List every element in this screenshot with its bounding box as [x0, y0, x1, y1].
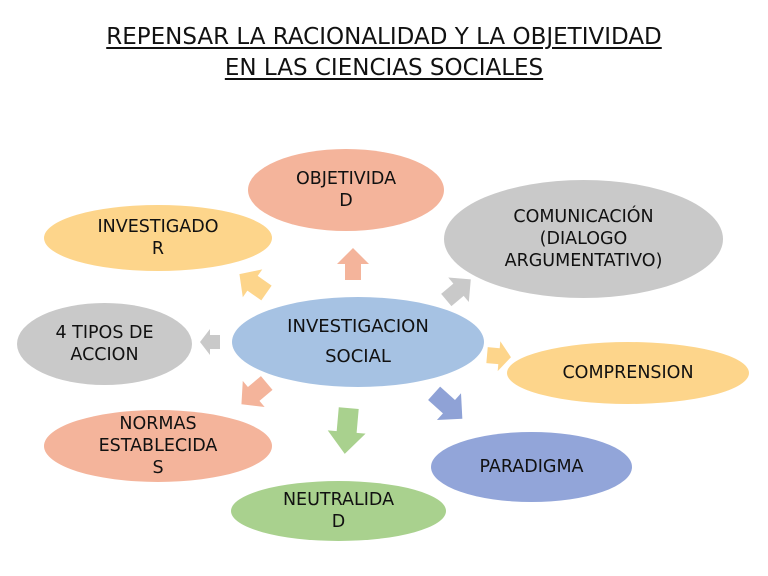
node-tipos-accion: 4 TIPOS DE ACCION [17, 303, 192, 385]
arrow-neutralidad [327, 407, 366, 454]
arrow-comprension [486, 341, 511, 372]
page-title: REPENSAR LA RACIONALIDAD Y LA OBJETIVIDA… [0, 22, 768, 84]
node-neutralidad: NEUTRALIDA D [231, 481, 446, 541]
node-comunicacion: COMUNICACIÓN (DIALOGO ARGUMENTATIVO) [444, 180, 723, 298]
node-neutralidad-label: NEUTRALIDA D [282, 490, 395, 532]
node-objetividad-label: OBJETIVIDA D [295, 169, 397, 211]
node-investigacion-social: INVESTIGACION SOCIAL [232, 297, 484, 387]
node-objetividad: OBJETIVIDA D [248, 149, 444, 231]
title-line-2: EN LAS CIENCIAS SOCIALES [224, 55, 544, 81]
arrow-comunicacion [441, 277, 471, 307]
node-comunicacion-label: COMUNICACIÓN (DIALOGO ARGUMENTATIVO) [504, 207, 663, 271]
node-tipos-accion-label: 4 TIPOS DE ACCION [55, 323, 154, 365]
arrow-tipos-accion [200, 329, 220, 355]
node-normas-label: NORMAS ESTABLECIDA S [98, 414, 218, 478]
arrow-objetividad [337, 248, 369, 280]
arrow-normas [241, 376, 273, 407]
node-paradigma-label: PARADIGMA [479, 457, 584, 477]
title-line-1: REPENSAR LA RACIONALIDAD Y LA OBJETIVIDA… [106, 24, 662, 50]
arrow-paradigma [428, 386, 463, 421]
node-investigacion-social-label: INVESTIGACION SOCIAL [287, 316, 429, 367]
node-paradigma: PARADIGMA [431, 432, 632, 502]
node-normas: NORMAS ESTABLECIDA S [44, 410, 272, 482]
node-comprension: COMPRENSION [507, 342, 749, 404]
node-comprension-label: COMPRENSION [562, 363, 694, 383]
node-investigador-label: INVESTIGADO R [97, 217, 219, 259]
arrow-investigador [239, 269, 272, 301]
node-investigador: INVESTIGADO R [44, 205, 272, 271]
